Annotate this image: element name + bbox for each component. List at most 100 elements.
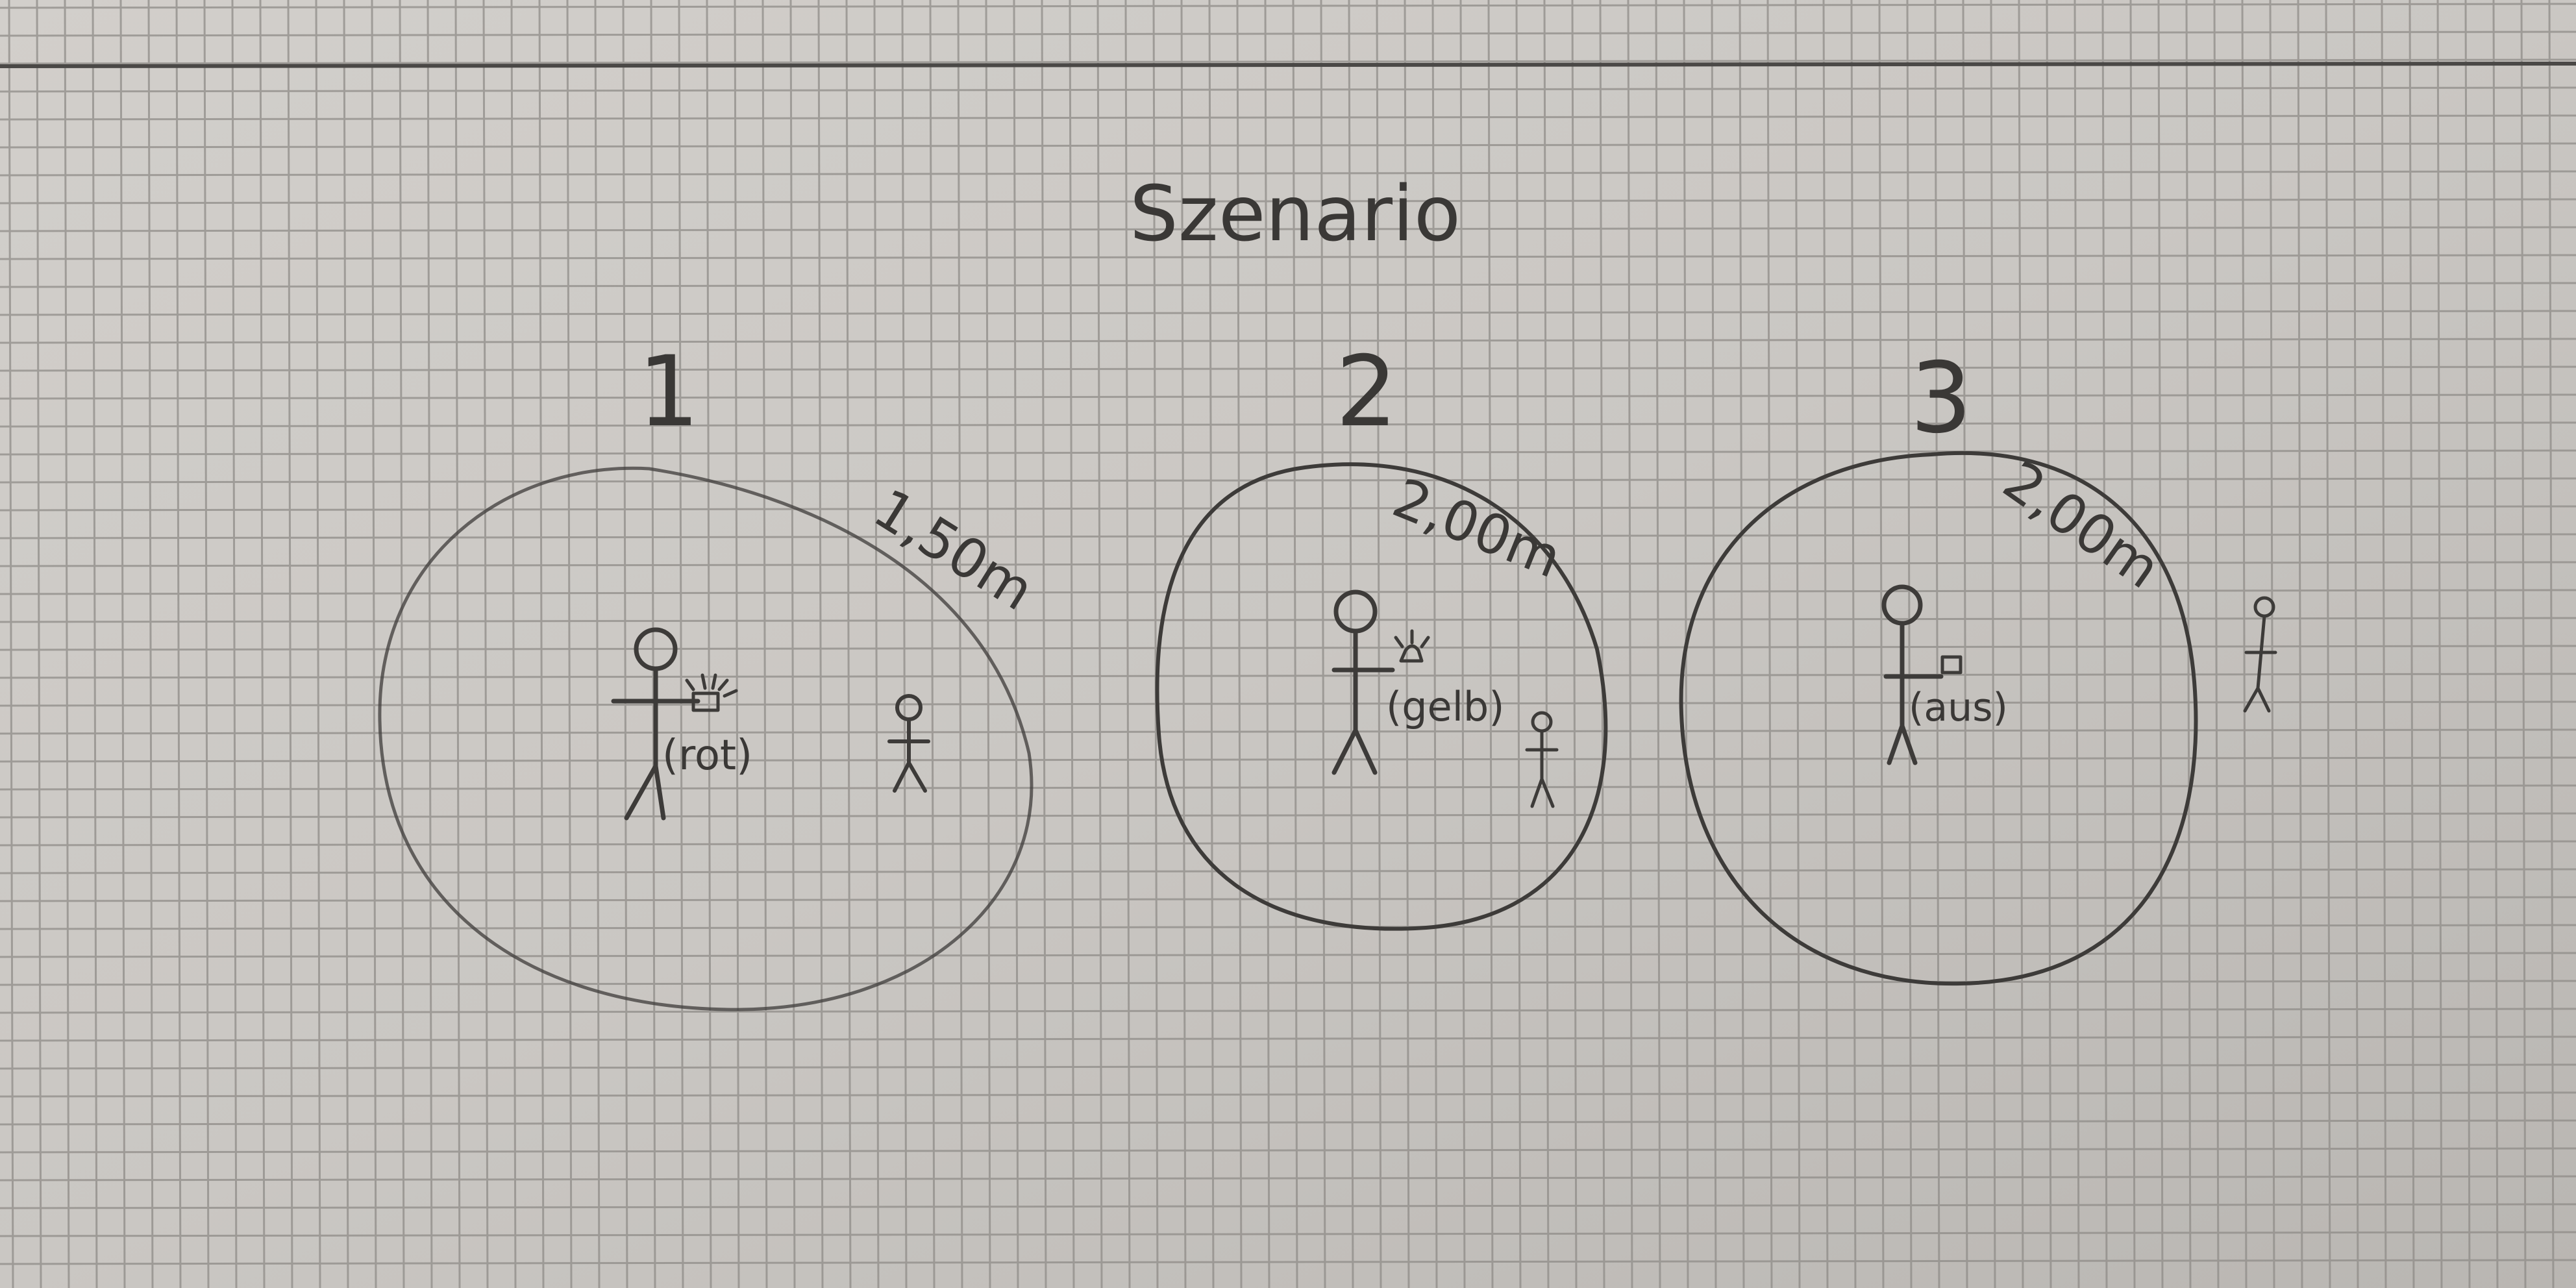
grid-line-horizontal (0, 477, 2576, 484)
grid-line-horizontal (0, 1231, 2576, 1237)
grid-line-horizontal (0, 198, 2576, 204)
grid-line-vertical (1264, 0, 1270, 1288)
grid-line-vertical (762, 0, 768, 1288)
grid-line-horizontal (0, 393, 2576, 400)
grid-line-vertical (1013, 0, 1019, 1288)
grid-line-horizontal (0, 1091, 2576, 1098)
grid-line-horizontal (0, 728, 2576, 735)
approaching-person-1 (887, 694, 930, 793)
grid-line-vertical (1320, 0, 1326, 1288)
grid-line-horizontal (0, 533, 2576, 539)
grid-line-horizontal (0, 3, 2576, 9)
grid-line-horizontal (0, 505, 2576, 512)
grid-line-horizontal (0, 1119, 2576, 1126)
grid-line-vertical (1627, 0, 1633, 1288)
scenario-2-radius-circle (1155, 462, 1608, 931)
grid-line-vertical (2325, 0, 2331, 1288)
grid-line-horizontal (0, 924, 2576, 930)
grid-line-vertical (1515, 0, 1522, 1288)
grid-line-horizontal (0, 1203, 2576, 1209)
grid-line-horizontal (0, 589, 2576, 595)
grid-line-vertical (371, 0, 377, 1288)
scenario-2-number: 2 (1335, 336, 1397, 449)
grid-line-vertical (2129, 0, 2136, 1288)
grid-line-vertical (1739, 0, 1745, 1288)
grid-line-vertical (1348, 0, 1354, 1288)
grid-line-vertical (929, 0, 935, 1288)
grid-line-vertical (985, 0, 991, 1288)
grid-line-vertical (678, 0, 684, 1288)
grid-line-vertical (1990, 0, 1996, 1288)
grid-line-vertical (734, 0, 740, 1288)
warning-light-yellow-icon (1394, 629, 1430, 663)
grid-line-horizontal (0, 952, 2576, 958)
person-with-device-2 (1331, 589, 1395, 775)
grid-line-vertical (64, 0, 70, 1288)
grid-line-horizontal (0, 645, 2576, 651)
scenario-3-radius-circle (1679, 451, 2198, 986)
grid-line-vertical (2157, 0, 2164, 1288)
grid-line-horizontal (0, 1035, 2576, 1042)
grid-line-vertical (2018, 0, 2024, 1288)
grid-line-vertical (1766, 0, 1773, 1288)
grid-line-horizontal (0, 1259, 2576, 1265)
grid-line-horizontal (0, 980, 2576, 986)
grid-line-horizontal (0, 784, 2576, 791)
grid-line-vertical (1459, 0, 1466, 1288)
grid-line-vertical (259, 0, 266, 1288)
grid-line-vertical (2548, 0, 2555, 1288)
grid-line-vertical (2520, 0, 2527, 1288)
grid-line-vertical (873, 0, 880, 1288)
grid-line-vertical (2269, 0, 2275, 1288)
grid-line-vertical (2464, 0, 2471, 1288)
scenario-2-state-label: (gelb) (1386, 683, 1504, 730)
grid-line-horizontal (0, 673, 2576, 679)
grid-line-vertical (203, 0, 210, 1288)
grid-line-vertical (901, 0, 908, 1288)
grid-line-vertical (482, 0, 489, 1288)
grid-line-vertical (36, 0, 42, 1288)
grid-line-vertical (1543, 0, 1550, 1288)
grid-line-vertical (1152, 0, 1159, 1288)
grid-line-vertical (231, 0, 238, 1288)
grid-line-vertical (1124, 0, 1131, 1288)
scenario-1-radius-circle (378, 466, 1034, 1011)
grid-line-horizontal (0, 338, 2576, 344)
person-with-device-3 (1881, 584, 1944, 765)
grid-line-vertical (1571, 0, 1578, 1288)
grid-line-vertical (1376, 0, 1382, 1288)
grid-line-vertical (538, 0, 545, 1288)
grid-line-horizontal (0, 365, 2576, 372)
grid-line-vertical (1599, 0, 1605, 1288)
approaching-person-2 (1525, 711, 1559, 808)
top-margin-line (0, 62, 2576, 68)
grid-line-vertical (1069, 0, 1075, 1288)
warning-light-off-icon (1940, 655, 1963, 675)
grid-line-vertical (594, 0, 601, 1288)
grid-line-vertical (147, 0, 154, 1288)
grid-line-horizontal (0, 617, 2576, 623)
warning-light-red-icon (685, 673, 738, 712)
grid-line-vertical (2046, 0, 2052, 1288)
grid-line-horizontal (0, 58, 2576, 65)
scenario-1-state-label: (rot) (662, 732, 752, 780)
grid-line-vertical (1850, 0, 1857, 1288)
grid-line-vertical (343, 0, 349, 1288)
grid-line-horizontal (0, 421, 2576, 428)
grid-line-horizontal (0, 756, 2576, 763)
grid-line-vertical (817, 0, 824, 1288)
grid-line-vertical (119, 0, 126, 1288)
grid-line-horizontal (0, 812, 2576, 819)
grid-line-vertical (1934, 0, 1940, 1288)
grid-line-vertical (2101, 0, 2108, 1288)
grid-line-vertical (957, 0, 963, 1288)
grid-line-vertical (1180, 0, 1187, 1288)
grid-line-vertical (287, 0, 293, 1288)
grid-line-vertical (1236, 0, 1243, 1288)
grid-line-vertical (845, 0, 852, 1288)
grid-line-vertical (2297, 0, 2303, 1288)
grid-line-vertical (1096, 0, 1103, 1288)
person-with-device-1 (611, 627, 700, 821)
